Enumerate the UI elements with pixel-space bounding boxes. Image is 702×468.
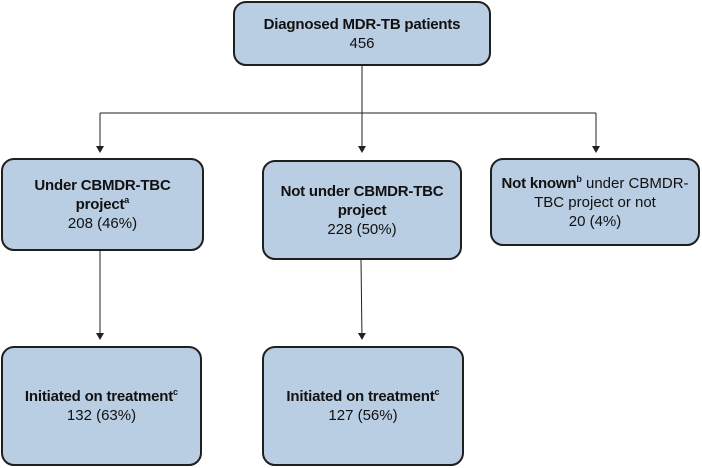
initiated-notunder-node: Initiated on treatmentc 127 (56%) xyxy=(262,346,464,466)
unknown-rest-line1: under CBMDR- xyxy=(581,174,689,192)
root-node: Diagnosed MDR-TB patients 456 xyxy=(233,1,491,66)
not-under-project-node: Not under CBMDR-TBC project 228 (50%) xyxy=(262,160,462,260)
root-title: Diagnosed MDR-TB patients xyxy=(263,15,461,33)
notunder-title-line2: project xyxy=(337,201,387,219)
init2-value: 127 (56%) xyxy=(328,407,398,424)
unknown-value: 20 (4%) xyxy=(568,212,622,230)
init2-footnote-mark: c xyxy=(434,387,440,397)
under-title-line1: Under CBMDR-TBC xyxy=(34,177,171,194)
arrow-notunder-to-init2 xyxy=(357,259,366,340)
init2-title-wrap: Initiated on treatmentc xyxy=(286,387,439,406)
under-project-node: Under CBMDR-TBC projecta 208 (46%) xyxy=(1,158,204,251)
init1-title: Initiated on treatment xyxy=(24,388,174,405)
unknown-rest-line2: TBC project or not xyxy=(534,193,656,211)
under-footnote-mark: a xyxy=(124,195,130,205)
initiated-under-node: Initiated on treatmentc 132 (63%) xyxy=(1,346,202,466)
init1-title-wrap: Initiated on treatmentc xyxy=(25,387,178,406)
init1-footnote-mark: c xyxy=(173,387,179,397)
unknown-title: Not known xyxy=(501,174,577,192)
init1-value: 132 (63%) xyxy=(66,407,137,424)
under-title-line2-wrap: projecta xyxy=(76,195,130,214)
unknown-footnote-mark: b xyxy=(576,173,582,184)
unknown-node: Not knownb under CBMDR- TBC project or n… xyxy=(490,158,700,246)
notunder-value: 228 (50%) xyxy=(327,220,397,238)
unknown-line1-wrap: Not knownb under CBMDR- xyxy=(501,174,688,193)
root-value: 456 xyxy=(349,34,375,52)
notunder-title-line1: Not under CBMDR-TBC xyxy=(280,182,444,200)
init2-title: Initiated on treatment xyxy=(286,388,435,405)
under-value: 208 (46%) xyxy=(67,215,138,232)
under-title-line2: project xyxy=(75,196,125,213)
